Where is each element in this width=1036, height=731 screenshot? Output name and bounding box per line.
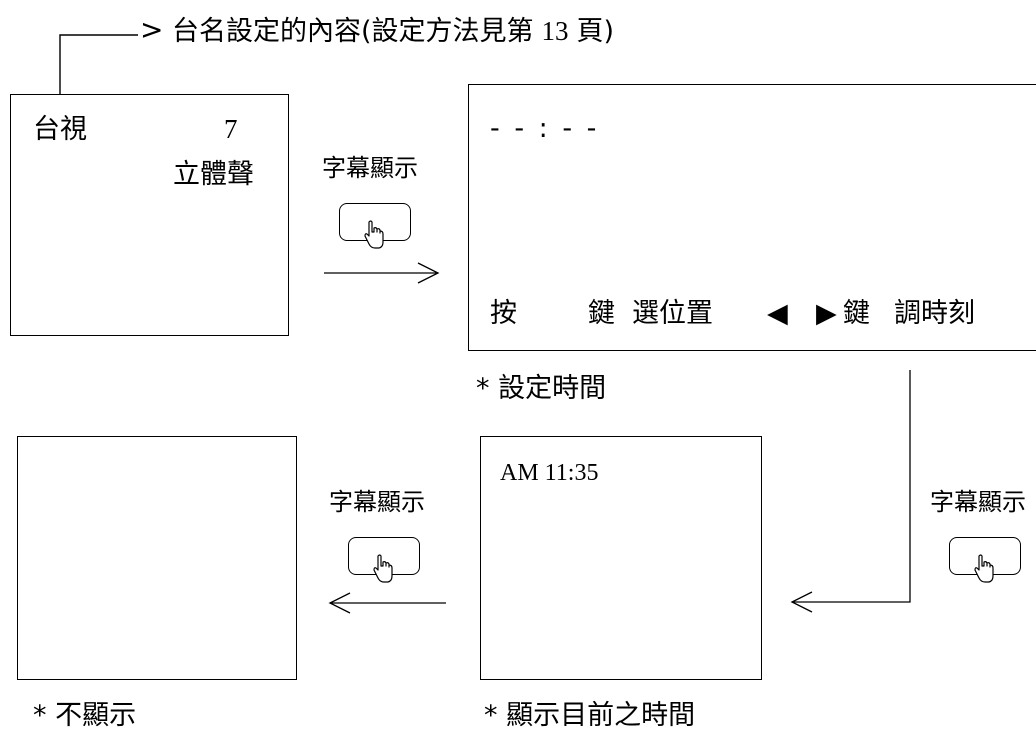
display-button[interactable] — [339, 203, 411, 249]
screen-station-info — [10, 94, 289, 336]
hint-adjust-time: 調時刻 — [894, 298, 975, 329]
screen-blank — [17, 436, 297, 680]
caption-no-display: * 不顯示 — [33, 700, 137, 731]
pointing-hand-icon — [373, 554, 393, 583]
hint-key1: 鍵 — [588, 298, 615, 329]
pointing-hand-icon — [364, 220, 384, 249]
station-audio-mode: 立體聲 — [173, 159, 254, 190]
display-button-2[interactable] — [348, 537, 420, 583]
arrow-to-current-time — [792, 370, 911, 603]
display-button-label: 字幕顯示 — [322, 154, 418, 182]
header-note-page: 13 — [541, 16, 569, 46]
hint-press: 按 — [490, 298, 517, 329]
display-button-label-2: 字幕顯示 — [329, 488, 425, 516]
arrow-head-to-set-time — [417, 262, 440, 284]
header-note-text: 台名設定的內容(設定方法見第 — [172, 16, 534, 47]
time-placeholder: - - : - - — [490, 113, 600, 144]
header-bracket-line — [59, 34, 138, 94]
current-time-value: AM 11:35 — [500, 460, 599, 486]
screen-current-time — [480, 436, 762, 680]
station-name: 台視 — [33, 114, 87, 145]
header-note-end: 頁) — [576, 16, 615, 47]
display-button-label-3: 字幕顯示 — [930, 488, 1026, 516]
pointing-hand-icon — [974, 554, 994, 583]
display-button-3[interactable] — [949, 537, 1021, 583]
arrow-head-to-current-time — [790, 591, 813, 613]
station-channel: 7 — [224, 114, 238, 144]
screen-set-time — [468, 84, 1036, 351]
right-arrow-icon: ▶ — [816, 298, 837, 329]
header-arrow-glyph: > — [140, 13, 164, 46]
hint-key2: 鍵 — [843, 298, 870, 329]
left-arrow-icon: ◀ — [767, 298, 788, 329]
caption-set-time: * 設定時間 — [476, 373, 607, 404]
arrow-head-to-blank — [328, 592, 351, 614]
caption-current-time: * 顯示目前之時間 — [484, 700, 696, 731]
hint-select-position: 選位置 — [632, 298, 713, 329]
